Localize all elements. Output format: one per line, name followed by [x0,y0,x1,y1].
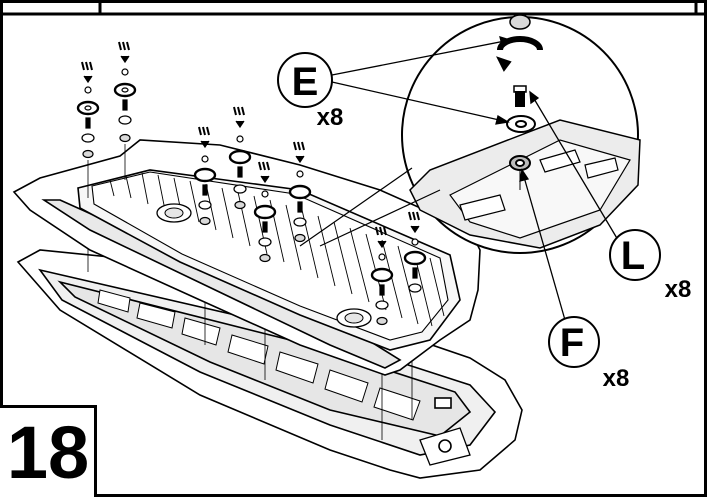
step-box: 18 [0,405,97,497]
callout-e-qty: x8 [317,104,344,131]
callout-f: F x8 [548,316,630,392]
magnifier-leaders [299,167,441,247]
step-number: 18 [6,411,90,494]
callout-e: E x8 [277,52,344,131]
detail-magnifier [401,14,641,254]
callout-l-qty: x8 [665,276,692,303]
callout-e-letter: E [292,60,319,104]
callout-leaders [331,36,619,321]
fastener-stacks [76,41,427,326]
callout-f-letter: F [560,321,584,365]
callout-f-qty: x8 [603,365,630,392]
callout-l-letter: L [621,234,645,278]
callout-l: L x8 [609,229,692,303]
